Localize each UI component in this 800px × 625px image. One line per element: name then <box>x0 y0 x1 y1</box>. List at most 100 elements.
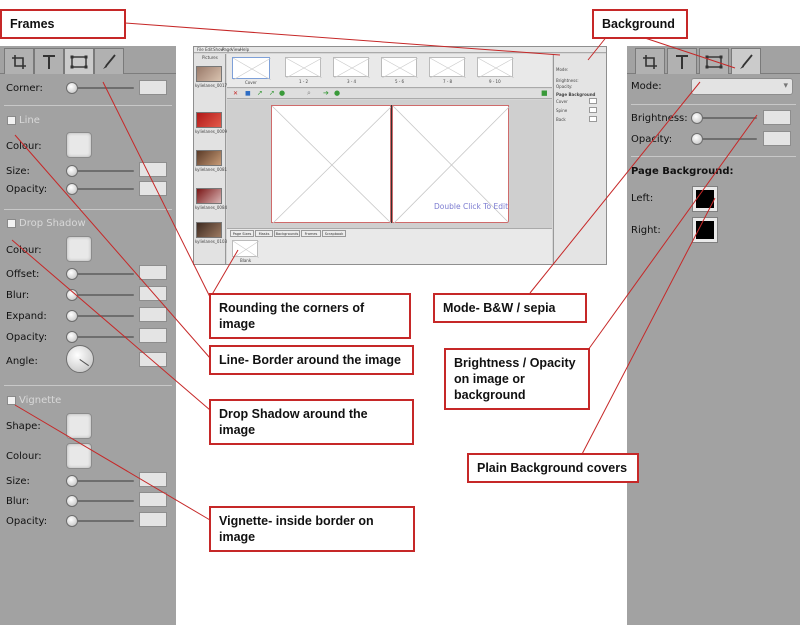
mini-bg-label: Cover <box>556 99 568 104</box>
shadow-opacity-slider[interactable] <box>66 331 134 343</box>
brightness-slider[interactable] <box>691 112 757 124</box>
spread-thumbnail[interactable] <box>429 57 466 78</box>
callout-brightness: Brightness / Opacity on image or backgro… <box>444 348 590 410</box>
brush-icon[interactable] <box>731 48 761 74</box>
layout-thumbnail[interactable] <box>232 240 259 258</box>
vignette-shape-swatch[interactable] <box>66 413 92 439</box>
crop-icon[interactable] <box>4 48 34 74</box>
mode-select[interactable]: ▾ <box>691 78 793 95</box>
callout-background: Background <box>592 9 688 39</box>
mini-bg-label: Spine <box>556 108 568 113</box>
divider <box>631 156 796 157</box>
mini-bg-swatch[interactable] <box>589 98 597 104</box>
vignette-opacity-value[interactable] <box>139 512 167 527</box>
arrow-icon[interactable]: ➚ <box>269 89 275 97</box>
close-icon[interactable]: ✕ <box>233 90 239 97</box>
frame-icon[interactable] <box>64 48 94 74</box>
spread-thumbnail[interactable] <box>381 57 418 78</box>
shadow-offset-value[interactable] <box>139 265 167 280</box>
line-size-value[interactable] <box>139 162 167 177</box>
menu-item[interactable]: Help <box>240 47 250 52</box>
shadow-angle-dial[interactable] <box>66 345 94 373</box>
photo-name: kylielanes_0081 <box>195 167 228 172</box>
left-image-settings-panel: Corner: Line Colour: Size: Opacity: Drop… <box>0 46 176 625</box>
spread-thumbnail[interactable] <box>333 57 370 78</box>
shadow-opacity-value[interactable] <box>139 328 167 343</box>
vignette-size-slider[interactable] <box>66 475 134 487</box>
next-icon[interactable]: ➔ <box>323 89 329 97</box>
spread-thumbnail[interactable] <box>232 57 271 80</box>
right-background-panel: Mode: ▾ Brightness: Opacity: Page Backgr… <box>627 46 800 625</box>
spread-thumbnail[interactable] <box>477 57 514 78</box>
opacity-value[interactable] <box>763 131 791 146</box>
mini-bg-swatch[interactable] <box>589 116 597 122</box>
bottom-tab[interactable]: Frames <box>301 230 321 237</box>
frame-icon[interactable] <box>699 48 729 74</box>
zoom-icon[interactable]: ⌕ <box>307 89 311 97</box>
shadow-angle-value[interactable] <box>139 352 167 367</box>
opacity-slider[interactable] <box>691 133 757 145</box>
photo-thumbnail[interactable] <box>196 222 222 238</box>
double-click-hint: Double Click To Edit <box>434 202 509 211</box>
bottom-tab[interactable]: Page Sizes <box>230 230 254 237</box>
vignette-colour-swatch[interactable] <box>66 443 92 469</box>
line-opacity-value[interactable] <box>139 181 167 196</box>
photo-name: kylielanes_0017 <box>195 83 228 88</box>
corner-slider[interactable] <box>66 82 134 94</box>
ok-icon[interactable]: ■ <box>541 89 548 97</box>
page-gutter <box>391 105 392 223</box>
mini-settings-panel: Mode: Brightness: Opacity: Page Backgrou… <box>553 54 606 264</box>
photo-thumbnail[interactable] <box>196 112 222 128</box>
line-header: Line <box>19 115 40 126</box>
left-page[interactable] <box>271 105 392 224</box>
bottom-tab[interactable]: Scrapbook <box>322 230 346 237</box>
vignette-checkbox[interactable] <box>7 396 16 405</box>
spread-label: 9 - 10 <box>489 79 501 84</box>
shadow-expand-value[interactable] <box>139 307 167 322</box>
photo-thumbnail[interactable] <box>196 66 222 82</box>
right-page[interactable] <box>392 105 510 224</box>
text-icon[interactable] <box>34 48 64 74</box>
save-icon[interactable]: ■ <box>245 90 251 97</box>
right-background-swatch[interactable] <box>692 217 718 243</box>
crop-icon[interactable] <box>635 48 665 74</box>
drop-shadow-checkbox[interactable] <box>7 219 16 228</box>
line-opacity-slider[interactable] <box>66 183 134 195</box>
line-colour-swatch[interactable] <box>66 132 92 158</box>
vignette-size-value[interactable] <box>139 472 167 487</box>
arrow-icon[interactable]: ➚ <box>257 89 263 97</box>
spread-thumbnail[interactable] <box>285 57 322 78</box>
page-background-label: Page Background: <box>631 166 734 177</box>
shadow-colour-swatch[interactable] <box>66 236 92 262</box>
photo-thumbnail[interactable] <box>196 150 222 166</box>
vignette-opacity-slider[interactable] <box>66 515 134 527</box>
brush-icon[interactable] <box>94 48 124 74</box>
go-icon[interactable]: ● <box>334 89 341 97</box>
globe-icon[interactable]: ● <box>279 89 286 97</box>
photo-thumbnail[interactable] <box>196 188 222 204</box>
menu-item[interactable]: Edit <box>205 47 213 52</box>
divider <box>4 209 172 210</box>
shadow-blur-value[interactable] <box>139 286 167 301</box>
brightness-value[interactable] <box>763 110 791 125</box>
shadow-blur-slider[interactable] <box>66 289 134 301</box>
vignette-size-label: Size: <box>6 476 30 487</box>
line-checkbox[interactable] <box>7 116 16 125</box>
corner-value[interactable] <box>139 80 167 95</box>
callout-plain-background: Plain Background covers <box>467 453 639 483</box>
shadow-offset-slider[interactable] <box>66 268 134 280</box>
spreads-strip: Cover 1 - 2 3 - 4 5 - 6 7 - 8 9 - 10 <box>227 54 552 88</box>
callout-mode: Mode- B&W / sepia <box>433 293 587 323</box>
left-background-swatch[interactable] <box>692 186 718 212</box>
vignette-blur-value[interactable] <box>139 492 167 507</box>
callout-line: Line- Border around the image <box>209 345 414 375</box>
shadow-expand-slider[interactable] <box>66 310 134 322</box>
pictures-sidebar: Pictures kylielanes_0017 kylielanes_0009… <box>194 54 228 264</box>
bottom-tab[interactable]: Masks <box>255 230 273 237</box>
text-icon[interactable] <box>667 48 697 74</box>
vignette-blur-slider[interactable] <box>66 495 134 507</box>
bottom-tab[interactable]: Backgrounds <box>274 230 300 237</box>
menu-item[interactable]: File <box>197 47 204 52</box>
line-size-slider[interactable] <box>66 165 134 177</box>
mini-bg-swatch[interactable] <box>589 107 597 113</box>
